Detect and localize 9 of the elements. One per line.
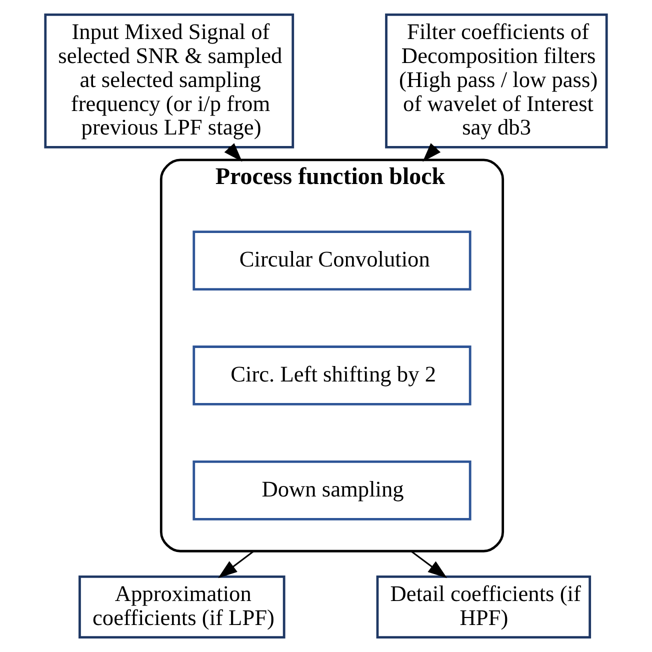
node-box: Circ. Left shifting by 2 bbox=[192, 346, 472, 406]
arrow bbox=[224, 143, 242, 162]
arrow bbox=[410, 550, 448, 578]
node-box: Approximation coefficients (if LPF) bbox=[78, 575, 286, 639]
node-box: Down sampling bbox=[192, 460, 472, 520]
arrow bbox=[218, 550, 254, 578]
arrow bbox=[422, 143, 441, 162]
node-box: Detail coefficients (if HPF) bbox=[376, 575, 592, 639]
node-box: Circular Convolution bbox=[192, 230, 472, 290]
